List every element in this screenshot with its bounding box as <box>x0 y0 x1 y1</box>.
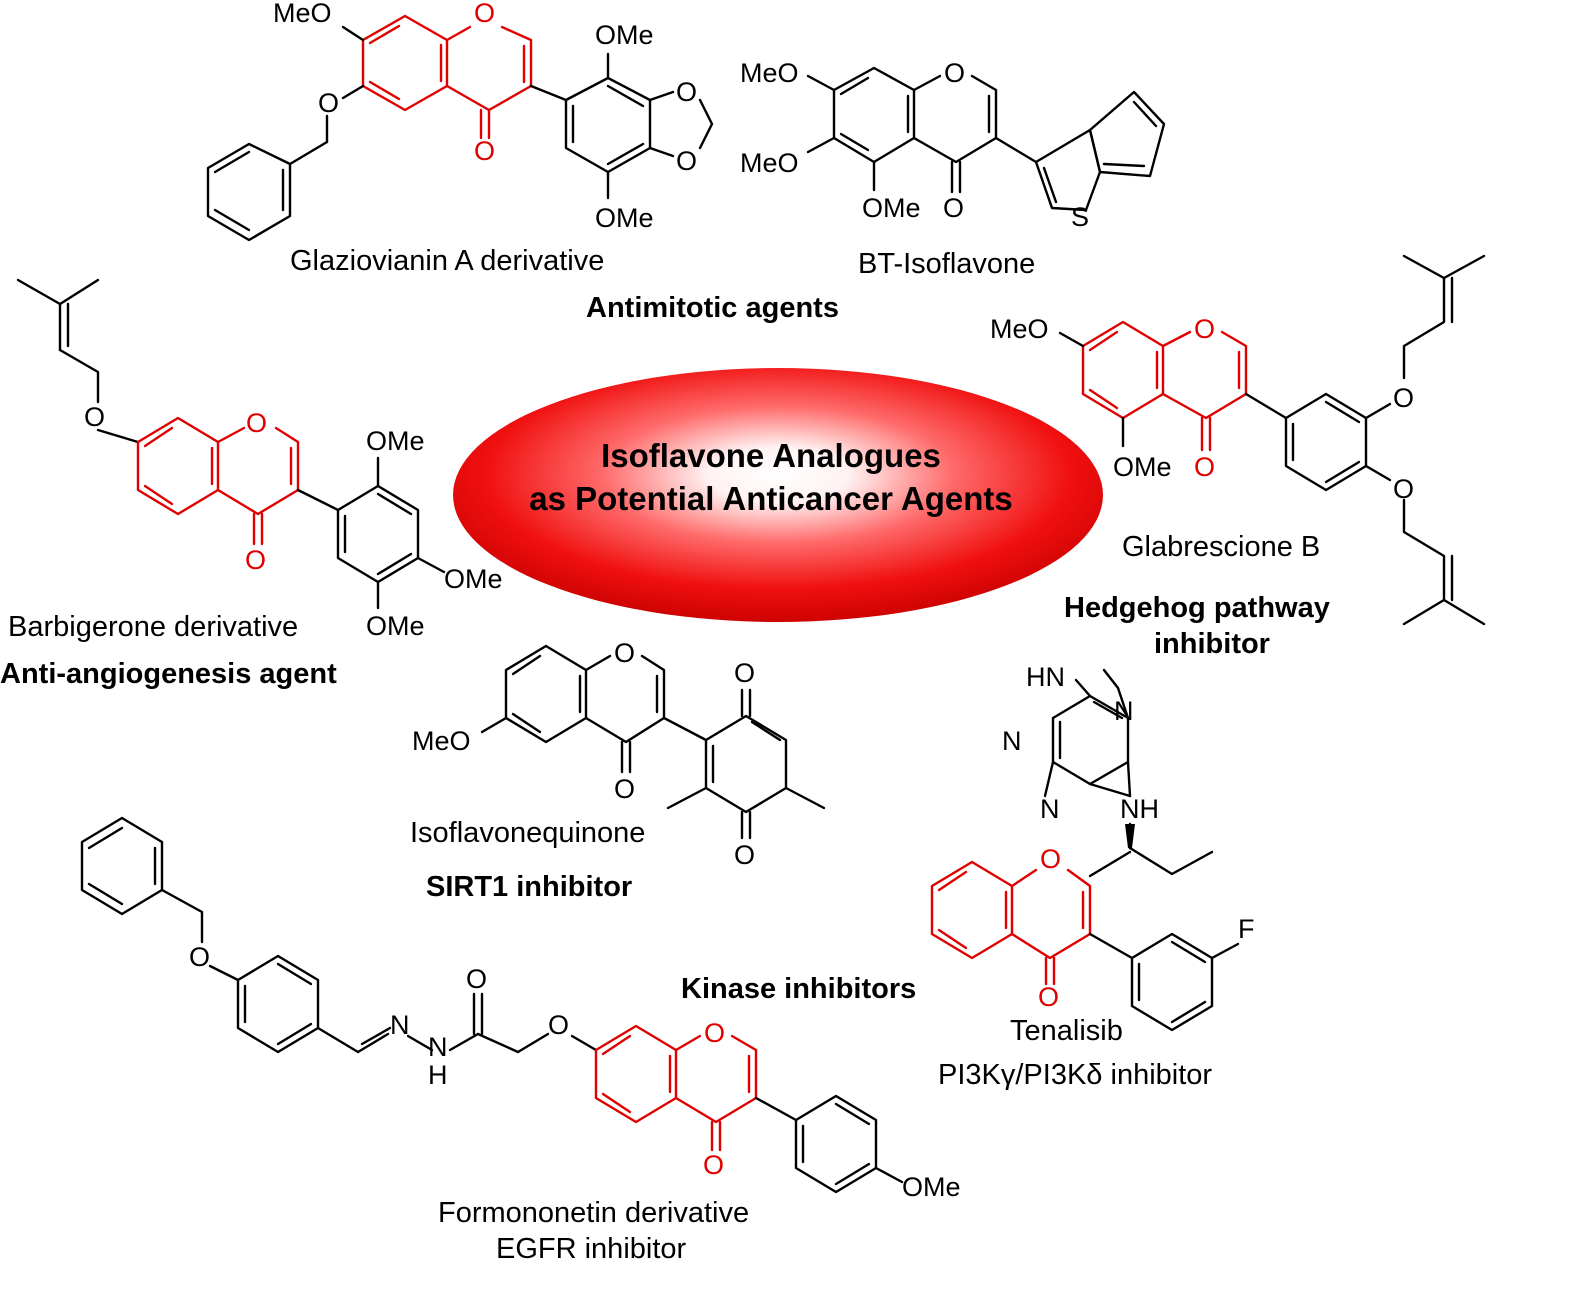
center-title-line1: Isoflavone Analogues <box>601 437 941 474</box>
iq-carbonyl-o: O <box>614 774 635 804</box>
center-title-line2: as Potential Anticancer Agents <box>529 480 1013 517</box>
formononetin-category: EGFR inhibitor <box>496 1233 687 1265</box>
ten-ring-o: O <box>1040 844 1061 874</box>
form-ether-o: O <box>548 1010 569 1040</box>
form-ring-o: O <box>704 1018 725 1048</box>
ten-nh: NH <box>1120 794 1159 824</box>
glabrescione-name: Glabrescione B <box>1122 531 1320 563</box>
isoflavonequinone-name: Isoflavonequinone <box>410 817 645 849</box>
antimitotic-category: Antimitotic agents <box>586 292 839 324</box>
bt-meo-1: MeO <box>740 58 799 88</box>
glab-o-2: O <box>1393 474 1414 504</box>
glaz-ome-top: OMe <box>595 20 654 50</box>
glab-carbonyl-o: O <box>1194 452 1215 482</box>
ten-n-1: N <box>1114 696 1134 726</box>
formononetin-structure: O N N H O O O O OMe Formononetin deriva <box>80 816 961 1265</box>
glaz-dioxole-o2: O <box>676 146 697 176</box>
ten-fluorine: F <box>1238 914 1255 944</box>
bt-carbonyl-o: O <box>943 193 964 223</box>
glaz-dioxole-o1: O <box>676 77 697 107</box>
ten-n-3: N <box>1040 794 1060 824</box>
tenalisib-name: Tenalisib <box>1010 1015 1123 1047</box>
bt-meo-2: MeO <box>740 148 799 178</box>
isoflavonequinone-category: SIRT1 inhibitor <box>426 871 632 903</box>
form-carbonyl-o: O <box>703 1150 724 1180</box>
barb-ring-o: O <box>246 408 267 438</box>
glaziovianin-name: Glaziovianin A derivative <box>290 245 604 277</box>
barb-ome-1: OMe <box>366 426 425 456</box>
glab-o-1: O <box>1393 383 1414 413</box>
ten-hn: HN <box>1026 662 1065 692</box>
tenalisib-structure: HN N N N NH O O F Tenalisib PI3Kγ/PI3Kδ <box>930 662 1255 1091</box>
iq-quinone-o-bottom: O <box>734 840 755 870</box>
glabrescione-category-1: Hedgehog pathway <box>1064 592 1330 624</box>
form-nh-h: H <box>428 1060 448 1090</box>
barb-carbonyl-o: O <box>245 545 266 575</box>
bt-ome: OMe <box>862 193 921 223</box>
glabrescione-category-2: inhibitor <box>1154 628 1270 660</box>
glab-ring-o: O <box>1194 314 1215 344</box>
glaz-benzyl-o: O <box>318 88 339 118</box>
center-ellipse <box>453 368 1103 622</box>
barb-ether-o: O <box>84 402 105 432</box>
barb-ome-2: OMe <box>444 564 503 594</box>
bt-ring-o: O <box>944 58 965 88</box>
form-n-1: N <box>390 1010 410 1040</box>
glaz-meo: MeO <box>273 0 332 28</box>
iq-meo: MeO <box>412 726 471 756</box>
kinase-category: Kinase inhibitors <box>681 973 916 1005</box>
form-amide-o: O <box>466 964 487 994</box>
bt-isoflavone-name: BT-Isoflavone <box>858 248 1035 280</box>
iq-quinone-o-top: O <box>734 658 755 688</box>
glaz-ring-o: O <box>474 0 495 28</box>
isoflavonequinone-structure: O O O O MeO Isoflavonequinone SIRT1 inhi… <box>410 638 826 903</box>
glabrescione-structure: O O MeO OMe O O Glabrescione B Hedgehog … <box>990 254 1486 660</box>
glab-meo: MeO <box>990 314 1049 344</box>
form-benzyl-o: O <box>189 942 210 972</box>
bt-sulfur: S <box>1071 202 1089 232</box>
center-ellipse-group: Isoflavone Analogues as Potential Antica… <box>453 368 1103 622</box>
ten-carbonyl-o: O <box>1038 982 1059 1012</box>
barbigerone-category: Anti-angiogenesis agent <box>0 658 337 690</box>
glaziovianin-structure: O O MeO O OMe OMe O O <box>206 0 714 277</box>
form-n-2: N <box>428 1032 448 1062</box>
barbigerone-structure: O O O OMe OMe OMe Barbigerone derivat <box>0 278 503 690</box>
bt-isoflavone-structure: O O MeO MeO OMe S BT-Isoflavone <box>740 58 1166 280</box>
tenalisib-category: PI3Kγ/PI3Kδ inhibitor <box>938 1059 1212 1091</box>
barbigerone-name: Barbigerone derivative <box>8 611 298 643</box>
form-ome: OMe <box>902 1172 961 1202</box>
iq-ring-o: O <box>614 638 635 668</box>
barb-ome-3: OMe <box>366 611 425 641</box>
glaz-ome-bottom: OMe <box>595 203 654 233</box>
ten-n-2: N <box>1002 726 1022 756</box>
glaz-carbonyl-o: O <box>474 136 495 166</box>
glab-ome: OMe <box>1113 452 1172 482</box>
formononetin-name: Formononetin derivative <box>438 1197 749 1229</box>
